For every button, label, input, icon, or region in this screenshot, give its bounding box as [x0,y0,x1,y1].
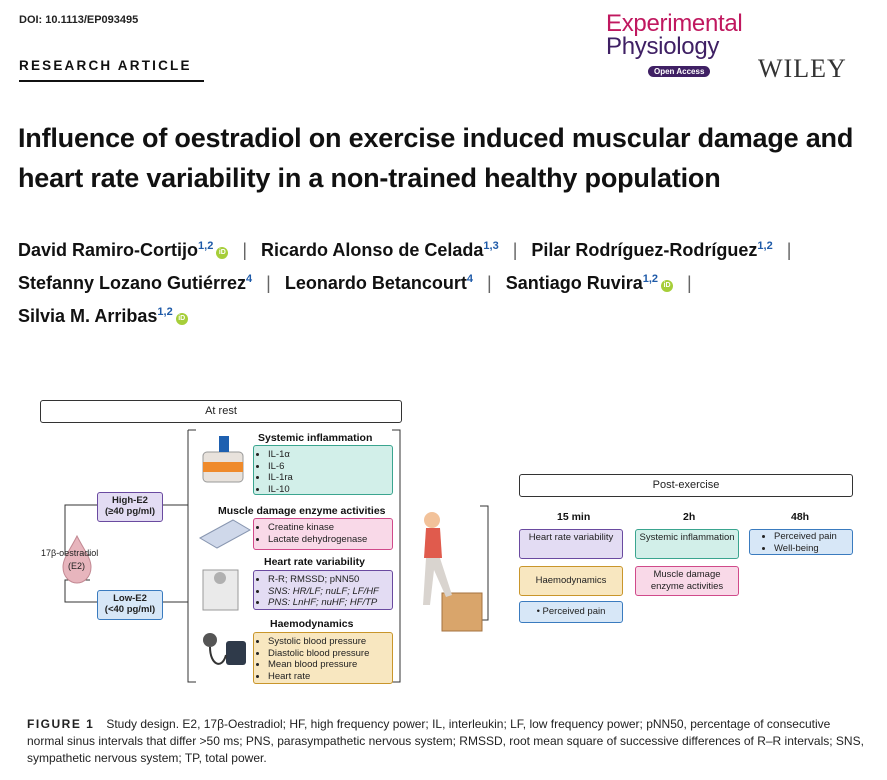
list-item: Heart rate [268,671,392,683]
list-item: SNS: HR/LF; nuLF; LF/HF [268,586,392,598]
list-item: Systolic blood pressure [268,636,392,648]
time-2h: 2h [683,511,696,523]
list-item: IL-1ra [268,472,392,484]
publisher-logo: WILEY [758,54,847,83]
open-access-badge: Open Access [648,66,711,77]
figure-connector-lines [62,429,489,683]
list-item: Lactate dehydrogenase [268,534,392,546]
low-e2-box: Low-E2 (<40 pg/ml) [97,590,163,620]
step-box-icon [441,592,483,632]
muscle-damage-list: Creatine kinase Lactate dehydrogenase [254,522,392,545]
hrv-list: R-R; RMSSD; pNN50 SNS: HR/LF; nuLF; LF/H… [254,574,392,609]
muscle-damage-2h-box: Muscle damage enzyme activities [635,566,739,596]
pain-15min-label: Perceived pain [542,606,606,617]
separator: | [512,240,518,260]
author-affiliation[interactable]: 1,2 [198,240,214,252]
well-plate-icon [198,519,252,549]
author-list: David Ramiro-Cortijo1,2iD|Ricardo Alonso… [18,232,878,331]
low-e2-range: (<40 pg/ml) [104,604,156,615]
high-e2-label: High-E2 [112,495,148,506]
late-48h-list: Perceived pain Well-being [750,531,852,554]
at-rest-header: At rest [40,400,402,423]
list-item: IL-1α [268,449,392,461]
orcid-icon[interactable]: iD [661,280,674,292]
author-affiliation[interactable]: 1,3 [483,240,499,252]
author-name[interactable]: Pilar Rodríguez-Rodríguez [531,240,758,260]
journal-name-line1: Experimental [606,10,743,37]
separator: | [786,240,792,260]
person-icon [424,512,440,528]
caption-text: Study design. E2, 17β-Oestradiol; HF, hi… [27,717,864,765]
journal-name-line2: Physiology [606,33,720,60]
haemodynamics-box: Systolic blood pressure Diastolic blood … [253,632,393,684]
author-name[interactable]: Ricardo Alonso de Celada [261,240,484,260]
list-item: Perceived pain [774,531,852,543]
hrv-15min-box: Heart rate variability [519,529,623,559]
list-item: R-R; RMSSD; pNN50 [268,574,392,586]
haemodynamics-15min-box: Haemodynamics [519,566,623,596]
author-name[interactable]: David Ramiro-Cortijo [18,240,199,260]
author-affiliation[interactable]: 1,2 [157,306,173,318]
author-line-2: Stefanny Lozano Gutiérrez4|Leonardo Beta… [18,265,878,298]
list-item: PNS: LnHF; nuHF; HF/TP [268,597,392,609]
systemic-inflammation-list: IL-1α IL-6 IL-1ra IL-10 [254,449,392,495]
list-item: Diastolic blood pressure [268,648,392,660]
list-item: Well-being [774,543,852,555]
hrv-title: Heart rate variability [264,556,365,568]
haemodynamics-list: Systolic blood pressure Diastolic blood … [254,636,392,682]
author-line-3: Silvia M. Arribas1,2iD [18,298,878,331]
author-name[interactable]: Silvia M. Arribas [18,306,158,326]
article-type: RESEARCH ARTICLE [19,58,192,73]
high-e2-box: High-E2 (≥40 pg/ml) [97,492,163,522]
author-affiliation[interactable]: 1,2 [642,273,659,285]
e2-label: (E2) [68,561,86,571]
figure-label: FIGURE 1 [27,717,95,731]
author-line-1: David Ramiro-Cortijo1,2iD|Ricardo Alonso… [18,232,878,265]
late-48h-box: Perceived pain Well-being [749,529,853,555]
systemic-inflammation-title: Systemic inflammation [258,432,373,444]
author-affiliation[interactable]: 4 [466,273,473,285]
study-design-figure: At rest 17β-oestradiol (E2) High-E2 (≥40… [0,390,887,710]
post-exercise-header: Post-exercise [519,474,853,497]
systemic-inflammation-box: IL-1α IL-6 IL-1ra IL-10 [253,445,393,495]
drop-icon [62,534,92,584]
article-type-underline [19,80,204,82]
blood-pressure-monitor-icon [203,633,217,647]
author-name[interactable]: Stefanny Lozano Gutiérrez [18,273,247,293]
orcid-icon[interactable]: iD [216,247,229,259]
doi: DOI: 10.1113/EP093495 [19,14,139,26]
high-e2-range: (≥40 pg/ml) [104,506,156,517]
list-item: IL-6 [268,461,392,473]
inflammation-2h-box: Systemic inflammation [635,529,739,559]
list-item: IL-10 [268,484,392,496]
hrv-box: R-R; RMSSD; pNN50 SNS: HR/LF; nuLF; LF/H… [253,570,393,610]
time-15min: 15 min [557,511,591,523]
author-name[interactable]: Santiago Ruvira [505,273,643,293]
article-title: Influence of oestradiol on exercise indu… [18,123,854,193]
author-name[interactable]: Leonardo Betancourt [284,273,467,293]
muscle-damage-box: Creatine kinase Lactate dehydrogenase [253,518,393,550]
orcid-icon[interactable]: iD [175,313,188,325]
separator: | [487,273,492,293]
muscle-damage-title: Muscle damage enzyme activities [218,505,386,517]
separator: | [687,273,692,293]
list-item: Mean blood pressure [268,659,392,671]
estradiol-label: 17β-oestradiol [41,548,99,558]
time-48h: 48h [791,511,810,523]
separator: | [242,240,248,260]
pain-15min-box: • Perceived pain [519,601,623,623]
author-affiliation[interactable]: 4 [246,273,253,285]
haemodynamics-title: Haemodynamics [270,618,354,630]
separator: | [266,273,271,293]
low-e2-label: Low-E2 [113,593,147,604]
list-item: Creatine kinase [268,522,392,534]
author-affiliation[interactable]: 1,2 [757,240,773,252]
